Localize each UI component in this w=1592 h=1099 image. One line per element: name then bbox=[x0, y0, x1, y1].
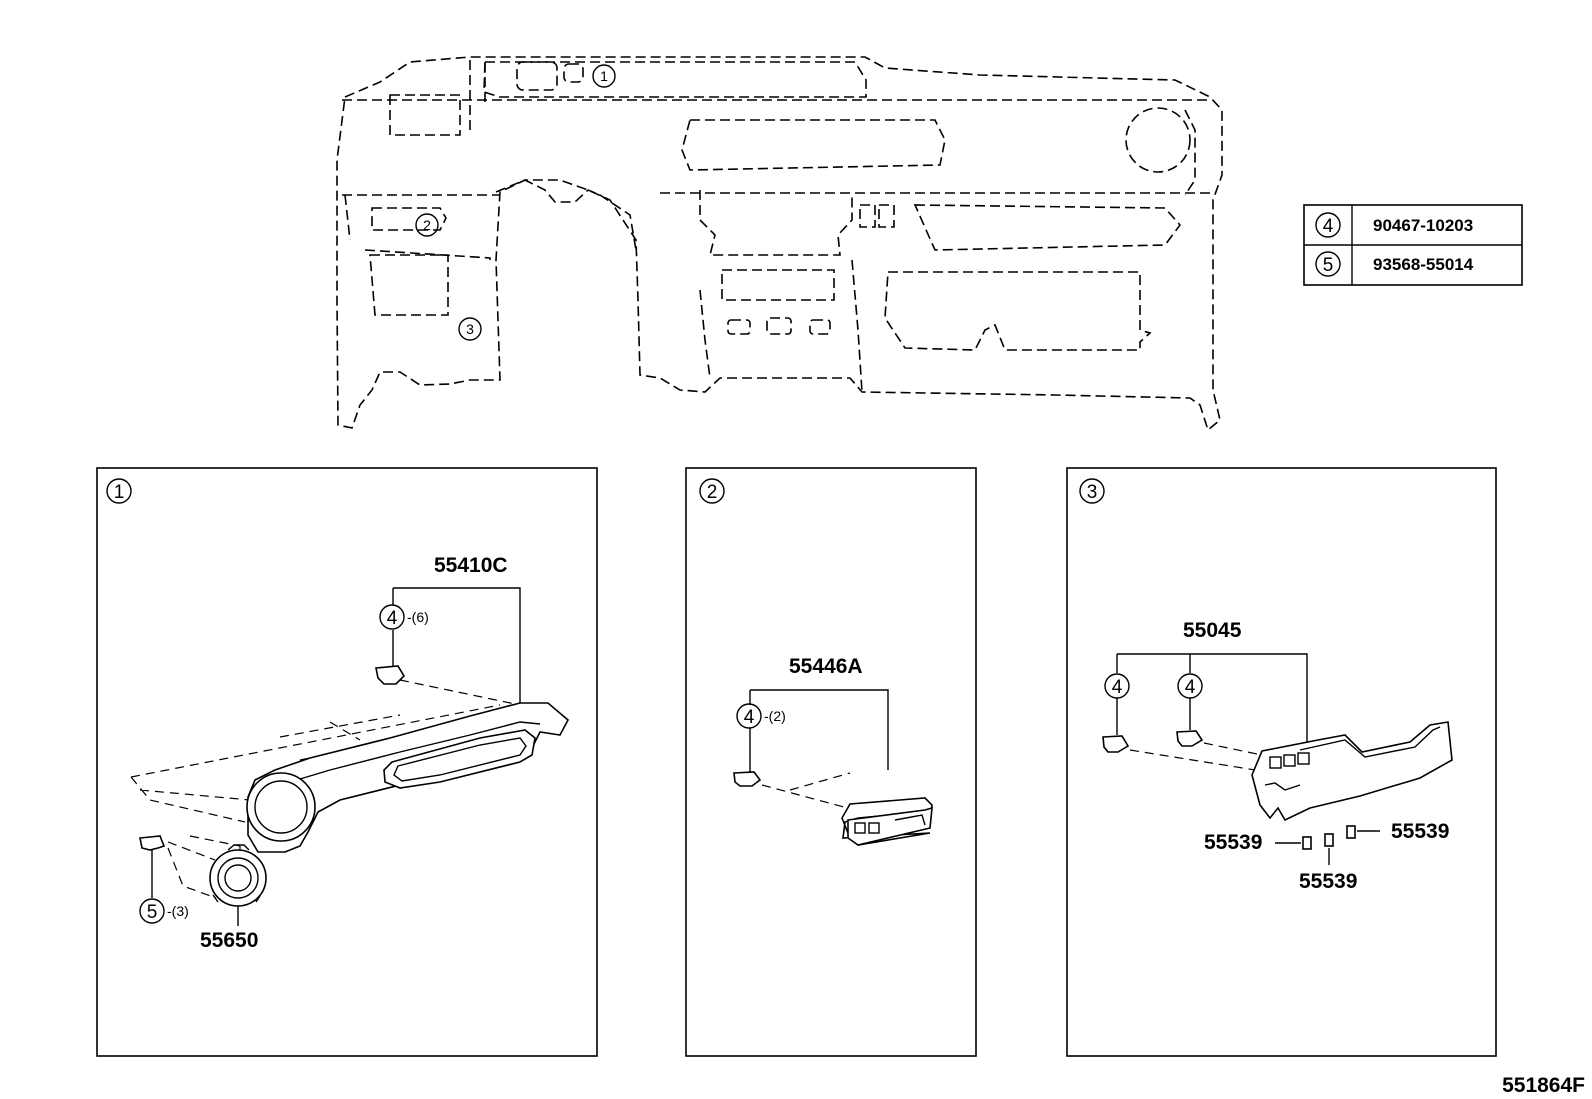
panel-ref: 1 bbox=[114, 482, 125, 503]
hole-plug-icon bbox=[1302, 836, 1312, 850]
part-label-55045: 55045 bbox=[1183, 619, 1242, 642]
panel-ref: 3 bbox=[1087, 482, 1098, 503]
svg-text:4: 4 bbox=[1112, 677, 1123, 698]
clip-icon bbox=[733, 771, 762, 787]
legend-part-number: 93568-55014 bbox=[1373, 255, 1474, 274]
svg-text:2: 2 bbox=[423, 217, 431, 233]
svg-text:-(6): -(6) bbox=[407, 609, 429, 625]
part-label-55539-bottom: 55539 bbox=[1299, 870, 1357, 893]
part-label-55650: 55650 bbox=[200, 929, 258, 952]
part-label-55539-right: 55539 bbox=[1391, 820, 1449, 843]
legend-row-5: 5 93568-55014 bbox=[1315, 251, 1474, 277]
fastener-legend-table: 4 90467-10203 5 93568-55014 bbox=[1303, 204, 1523, 286]
detail-panel-1: 1 55410C 4 -(6) 55650 bbox=[96, 467, 598, 1057]
screw-icon bbox=[139, 835, 166, 851]
clip-icon bbox=[1176, 730, 1204, 747]
part-label-55410C: 55410C bbox=[434, 554, 508, 577]
clip-icon bbox=[1102, 735, 1130, 753]
air-vent-55650 bbox=[209, 844, 267, 907]
overview-callout-2: 2 bbox=[415, 213, 439, 237]
clip-icon bbox=[375, 665, 406, 685]
svg-text:4: 4 bbox=[1185, 677, 1196, 698]
svg-text:-(3): -(3) bbox=[167, 903, 189, 919]
svg-text:4: 4 bbox=[1323, 216, 1334, 237]
legend-part-number: 90467-10203 bbox=[1373, 216, 1473, 235]
switch-bezel-55446A bbox=[841, 797, 933, 846]
part-label-55446A: 55446A bbox=[789, 655, 863, 678]
hole-plug-icon bbox=[1346, 825, 1356, 839]
part-label-55539-left: 55539 bbox=[1204, 831, 1262, 854]
svg-text:5: 5 bbox=[147, 902, 158, 923]
svg-text:-(2): -(2) bbox=[764, 708, 786, 724]
svg-text:4: 4 bbox=[387, 608, 398, 629]
lower-trim-55045 bbox=[1251, 721, 1453, 822]
hole-plug-icon bbox=[1324, 833, 1334, 847]
svg-text:5: 5 bbox=[1323, 255, 1334, 276]
svg-text:3: 3 bbox=[466, 321, 474, 337]
overview-callout-1: 1 bbox=[592, 64, 616, 88]
detail-panel-2: 2 55446A 4 -(2) bbox=[685, 467, 977, 1057]
svg-text:1: 1 bbox=[600, 68, 608, 84]
detail-panel-3: 3 55045 4 4 55539 55539 55539 bbox=[1066, 467, 1497, 1057]
illustration-id: 551864F bbox=[1502, 1074, 1585, 1097]
legend-row-4: 4 90467-10203 bbox=[1315, 212, 1473, 238]
panel-ref: 2 bbox=[707, 482, 718, 503]
instrument-panel-overview bbox=[336, 56, 1223, 432]
svg-text:4: 4 bbox=[744, 707, 755, 728]
overview-callout-3: 3 bbox=[458, 317, 482, 341]
